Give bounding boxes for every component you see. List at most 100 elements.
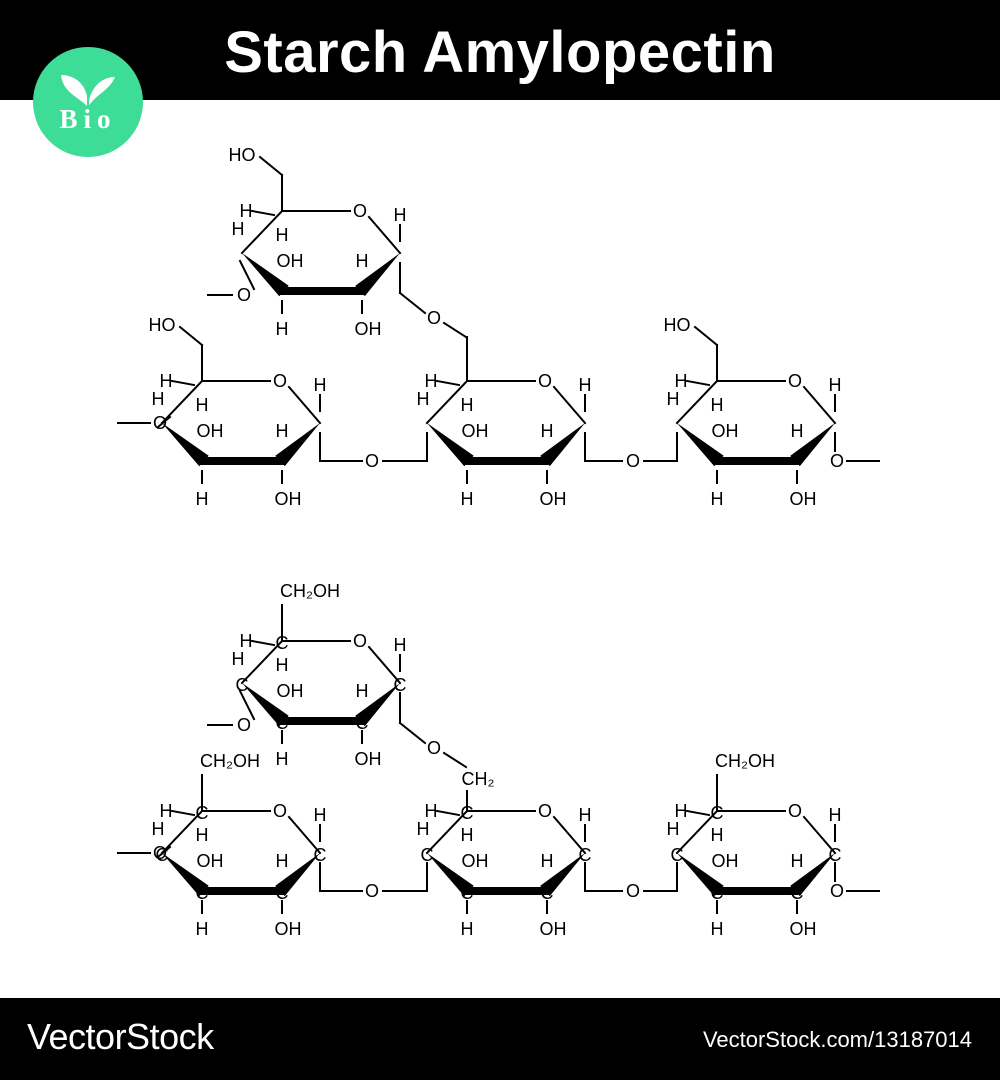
carbon-label: C: [671, 845, 684, 865]
ring-bond: [802, 815, 837, 855]
bond: [258, 155, 284, 177]
bridge-oxygen-label: O: [237, 285, 251, 305]
hydroxyl-label: OH: [540, 919, 567, 939]
hydrogen-label: H: [425, 371, 438, 391]
bridge-oxygen-label: O: [365, 881, 379, 901]
ring-bond: [552, 385, 587, 425]
wedge-bond: [540, 853, 585, 897]
bond: [398, 291, 427, 315]
ring-bond: [367, 645, 402, 685]
hydrogen-label: H: [711, 825, 724, 845]
bond: [693, 325, 719, 347]
bridge-oxygen-label: O: [830, 451, 844, 471]
wedge-bond: [540, 423, 585, 467]
bond: [442, 321, 468, 339]
bridge-oxygen-label: O: [626, 881, 640, 901]
carbon-label: C: [461, 883, 474, 903]
carbon-label: C: [829, 845, 842, 865]
bond: [435, 379, 461, 387]
hydrogen-label: H: [461, 825, 474, 845]
hydroxymethyl-label: HO: [229, 145, 256, 165]
bond: [685, 379, 711, 387]
hydroxymethyl-label: CH₂OH: [280, 581, 340, 601]
wedge-bond: [355, 683, 400, 727]
hydrogen-label: H: [240, 201, 253, 221]
hydrogen-label: H: [394, 635, 407, 655]
hydroxyl-label: OH: [197, 851, 224, 871]
hydrogen-label: H: [314, 805, 327, 825]
ring-bond: [240, 209, 284, 255]
ring-bond: [240, 639, 284, 685]
carbon-label: C: [541, 883, 554, 903]
ring-oxygen-label: O: [273, 371, 287, 391]
bond: [398, 721, 427, 745]
bond: [156, 415, 172, 429]
carbon-label: C: [276, 633, 289, 653]
bio-logo: Bio: [33, 47, 143, 157]
hydrogen-label: H: [675, 801, 688, 821]
hydrogen-label: H: [417, 389, 430, 409]
hydrogen-label: H: [196, 825, 209, 845]
hydrogen-label: H: [196, 395, 209, 415]
wedge-bond: [275, 423, 320, 467]
hydrogen-label: H: [579, 375, 592, 395]
hydrogen-label: H: [232, 649, 245, 669]
bridge-oxygen-label: O: [365, 451, 379, 471]
wedge-bond: [790, 853, 835, 897]
hydrogen-label: H: [152, 819, 165, 839]
hydroxyl-label: OH: [275, 489, 302, 509]
ring-oxygen-label: O: [788, 801, 802, 821]
ring-oxygen-label: O: [538, 371, 552, 391]
bond: [156, 845, 172, 859]
wedge-bond: [790, 423, 835, 467]
wedge-bond: [427, 423, 474, 467]
hydroxyl-label: OH: [790, 919, 817, 939]
hydrogen-label: H: [425, 801, 438, 821]
bridge-oxygen-label: O: [427, 738, 441, 758]
footer-brand: VectorStock: [27, 1016, 214, 1057]
ring-bond: [160, 379, 204, 425]
footer-bar: VectorStock VectorStock.com/13187014: [0, 998, 1000, 1080]
ring-bond: [675, 809, 719, 855]
bond: [178, 325, 204, 347]
hydroxyl-label: OH: [355, 319, 382, 339]
footer-url: VectorStock.com/13187014: [702, 1027, 972, 1052]
hydrogen-label: H: [276, 225, 289, 245]
hydroxyl-label: OH: [462, 851, 489, 871]
hydroxyl-label: OH: [277, 681, 304, 701]
hydroxyl-label: OH: [277, 251, 304, 271]
hydrogen-label: H: [675, 371, 688, 391]
hydroxyl-label: OH: [540, 489, 567, 509]
carbon-label: C: [461, 803, 474, 823]
hydrogen-label: H: [579, 805, 592, 825]
ring-bond: [552, 815, 587, 855]
bridge-oxygen-label: O: [830, 881, 844, 901]
carbon-label: C: [711, 803, 724, 823]
hydrogen-label: H: [417, 819, 430, 839]
hydroxymethyl-label: HO: [149, 315, 176, 335]
hydrogen-label: H: [276, 851, 289, 871]
bridge-oxygen-label: O: [237, 715, 251, 735]
leaf-icon: [61, 75, 115, 107]
hydrogen-label: H: [196, 489, 209, 509]
carbon-label: C: [791, 883, 804, 903]
hydrogen-label: H: [829, 805, 842, 825]
bridge-oxygen-label: O: [153, 413, 167, 433]
hydrogen-label: H: [276, 319, 289, 339]
hydrogen-label: H: [461, 489, 474, 509]
bond: [435, 809, 461, 817]
hydroxyl-label: OH: [790, 489, 817, 509]
ring-oxygen-label: O: [273, 801, 287, 821]
page-title: Starch Amylopectin: [224, 20, 776, 85]
hydrogen-label: H: [152, 389, 165, 409]
hydrogen-label: H: [791, 851, 804, 871]
bond: [170, 379, 196, 387]
hydroxyl-label: OH: [712, 851, 739, 871]
ring-bond: [425, 809, 469, 855]
hydrogen-label: H: [711, 395, 724, 415]
ring-oxygen-label: O: [353, 201, 367, 221]
hydrogen-label: H: [711, 919, 724, 939]
bridge-oxygen-label: O: [626, 451, 640, 471]
carbon-label: C: [276, 713, 289, 733]
hydrogen-label: H: [196, 919, 209, 939]
